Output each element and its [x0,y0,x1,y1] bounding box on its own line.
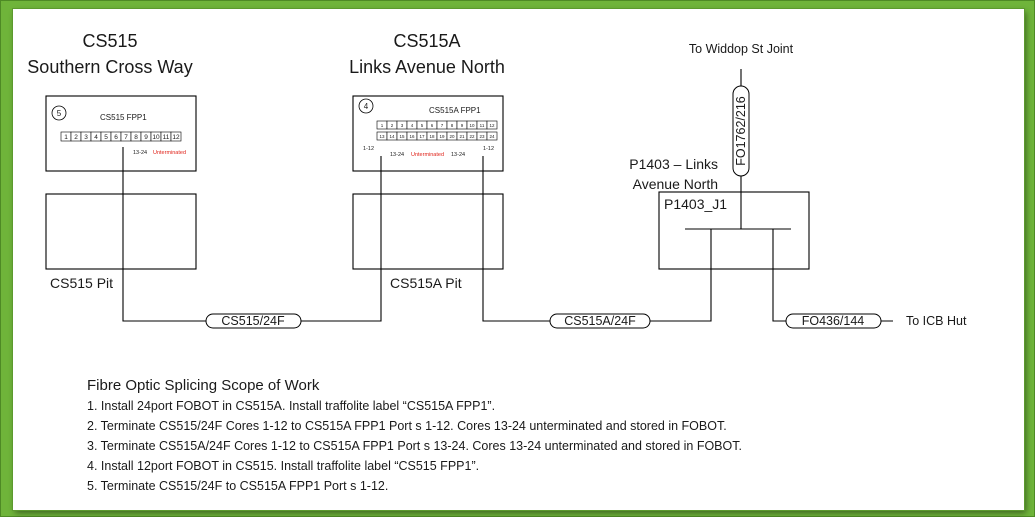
p1403-title-line1: P1403 – Links [629,156,718,172]
scope-item-1: 1. Install 24port FOBOT in CS515A. Insta… [87,399,495,413]
top-destination-label: To Widdop St Joint [689,42,794,56]
cs515a-panel-number-circle [358,98,374,114]
scope-title: Fibre Optic Splicing Scope of Work [87,377,320,394]
cs515a-code: CS515A [393,31,460,51]
cs515-unterminated-label: Unterminated [153,150,186,156]
cs515-port-number: 10 [152,134,160,141]
cs515a-row2-port-number: 24 [489,134,495,139]
cs515-port-number: 9 [144,134,148,141]
cs515a-row1-port-number: 6 [431,123,434,128]
cs515-pit-box [45,193,197,270]
cs515a-row2-port-number: 22 [469,134,475,139]
fo1762-216-pill [732,85,750,177]
cs515a-row1-port-number: 2 [391,123,394,128]
cs515-port-number: 11 [163,134,170,141]
cs515a-unterminated-label: Unterminated [411,152,444,158]
cs515-panel-number-circle [51,105,67,121]
cs515a-mid-cores-right: 13-24 [451,152,465,158]
cs515-port-number: 5 [104,134,108,141]
cs515-port-number: 7 [124,134,128,141]
cs515a-name: Links Avenue North [349,57,505,77]
scope-item-2: 2. Terminate CS515/24F Cores 1-12 to CS5… [87,419,727,433]
cs515a-row2-port-number: 21 [459,134,465,139]
cs515-pit-label: CS515 Pit [50,275,113,291]
cs515-24f-label: CS515/24F [221,314,285,328]
cs515-port-number: 8 [134,134,138,141]
cs515a-pit-box [352,193,504,270]
cs515-port-number: 6 [114,134,118,141]
cs515-name: Southern Cross Way [27,57,192,77]
scope-item-5: 5. Terminate CS515/24F to CS515A FPP1 Po… [87,479,388,493]
cs515a-row1-port-number: 4 [411,123,414,128]
cs515a-row2-port-number: 16 [409,134,415,139]
cs515a-row2-port-number: 14 [389,134,395,139]
fo436-144-pill [785,313,882,329]
cs515a-row1-port-number: 8 [451,123,454,128]
cs515a-row2-port-number: 19 [439,134,445,139]
cs515a-24f-pill [549,313,651,329]
cs515a-row1-port-number: 1 [381,123,384,128]
cs515-port-number: 1 [64,134,68,141]
cs515a-row1-port-cell [486,120,498,130]
p1403-joint-box [658,191,810,270]
cs515a-pit-label: CS515A Pit [390,275,462,291]
cs515a-row1-port-number: 9 [461,123,464,128]
cs515a-row1-port-number: 3 [401,123,404,128]
p1403-title-line2: Avenue North [633,176,718,192]
p1403-joint-label: P1403_J1 [664,196,727,212]
cs515-cores-label: 13-24 [133,150,147,156]
cs515a-row2-port-number: 15 [399,134,405,139]
cs515a-row2-port-number: 18 [429,134,435,139]
cs515-port-number: 3 [84,134,88,141]
cs515-port-number: 12 [172,134,180,141]
cs515a-panel-number: 4 [364,102,369,111]
cs515a-row2-port-number: 17 [419,134,425,139]
cs515a-row1-port-number: 7 [441,123,444,128]
cs515a-panel-label: CS515A FPP1 [429,106,481,115]
cs515a-row2-port-cell [486,131,498,141]
fo436-144-label: FO436/144 [802,314,865,328]
fo1762-216-label: FO1762/216 [734,96,748,166]
cs515-panel-number: 5 [57,109,62,118]
scope-item-3: 3. Terminate CS515A/24F Cores 1-12 to CS… [87,439,742,453]
cs515a-row2-port-number: 23 [479,134,485,139]
cs515a-24f-label: CS515A/24F [564,314,636,328]
cs515-24f-pill [205,313,302,329]
cs515a-row1-port-number: 5 [421,123,424,128]
cs515-port-number: 4 [94,134,98,141]
cs515a-mid-cores-left: 13-24 [390,152,404,158]
cs515-panel-label: CS515 FPP1 [100,113,147,122]
cs515-port-number: 2 [74,134,78,141]
cs515a-row2-port-number: 20 [449,134,455,139]
cs515a-row1-port-number: 11 [480,123,485,128]
cs515-port-cell [170,131,182,142]
cs515a-right-cores: 1-12 [483,146,494,152]
right-destination-label: To ICB Hut [906,314,967,328]
cs515a-row1-port-number: 12 [489,123,495,128]
scope-item-4: 4. Install 12port FOBOT in CS515. Instal… [87,459,479,473]
cs515a-row1-port-number: 10 [469,123,475,128]
cs515a-left-cores: 1-12 [363,146,374,152]
cs515-code: CS515 [82,31,137,51]
cs515a-row2-port-number: 13 [379,134,385,139]
